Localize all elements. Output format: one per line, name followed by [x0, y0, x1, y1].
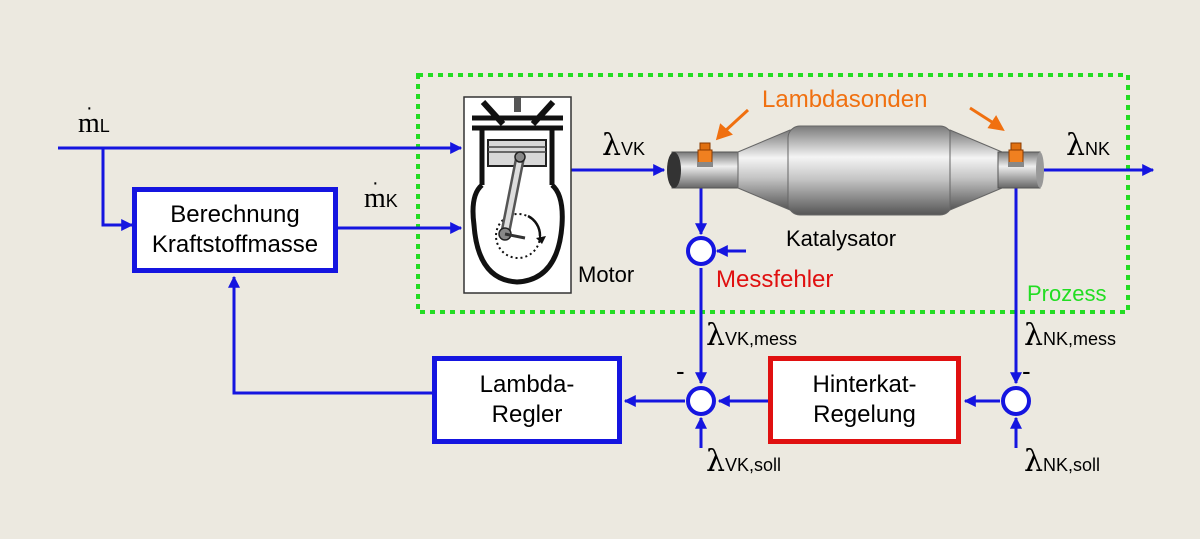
lambdasonden-label: Lambdasonden	[762, 86, 928, 113]
lambda-vk-soll-symbol: λ	[706, 444, 726, 479]
hinterkat-block: Hinterkat- Regelung	[768, 356, 961, 444]
error-sum-circle	[686, 236, 716, 266]
lambda-vk-mess-symbol: λ	[706, 318, 726, 353]
hinterkat-label: Hinterkat- Regelung	[812, 371, 917, 428]
berechnung-block: Berechnung Kraftstoffmasse	[132, 187, 338, 273]
air-mass-dot: ·	[86, 97, 93, 119]
vk-minus-sign: -	[676, 356, 685, 386]
prozess-label: Prozess	[1027, 281, 1107, 306]
fuel-mass-dot: ·	[372, 172, 379, 194]
lambda-nk-mess-sub: NK,mess	[1043, 329, 1117, 349]
vk-comparator-circle	[686, 386, 716, 416]
lambda-sensor-icon	[697, 142, 713, 167]
lambda-nk-label: λNK	[1066, 128, 1110, 163]
lambda-regler-block: Lambda- Regler	[432, 356, 622, 444]
lambda-vk-label: λVK	[602, 128, 645, 163]
sensor-pointer-right	[969, 106, 996, 126]
fuel-mass-sub: K	[385, 191, 398, 211]
lambda-vk-sub: VK	[621, 139, 646, 159]
catalytic-converter-icon	[667, 125, 1044, 216]
air-mass-symbol: m	[78, 108, 100, 139]
feedback-line	[228, 275, 432, 395]
lambda-vk-mess-label: λVK,mess	[706, 318, 797, 353]
lambda-vk-soll-label: λVK,soll	[706, 444, 781, 479]
lambda-vk-mess-sub: VK,mess	[725, 329, 798, 349]
fuel-mass-symbol: m	[364, 183, 386, 214]
lambda-nk-mess-label: λNK,mess	[1024, 318, 1116, 353]
lambda-nk-mess-symbol: λ	[1024, 318, 1044, 353]
air-mass-sub: L	[99, 116, 110, 136]
lambda-vk-symbol: λ	[602, 128, 622, 163]
lambda-nk-sub: NK	[1085, 139, 1111, 159]
sensor-pointer-left	[722, 108, 750, 134]
lambda-vk-soll-sub: VK,soll	[725, 455, 782, 475]
air-mass-branch	[101, 148, 134, 231]
air-mass-label: mL	[78, 108, 110, 140]
lambda-nk-symbol: λ	[1066, 128, 1086, 163]
motor-label: Motor	[578, 262, 635, 287]
lambda-nk-soll-symbol: λ	[1024, 444, 1044, 479]
lambda-nk-soll-label: λNK,soll	[1024, 444, 1100, 479]
lambda-regler-label: Lambda- Regler	[479, 371, 575, 428]
nk-minus-sign: -	[1022, 356, 1031, 386]
engine-cylinder-icon	[463, 96, 572, 294]
lambda-sensor-icon	[1008, 142, 1024, 167]
process-boundary	[416, 73, 1130, 314]
lambda-nk-soll-sub: NK,soll	[1043, 455, 1101, 475]
messfehler-label: Messfehler	[716, 266, 834, 293]
katalysator-label: Katalysator	[786, 226, 897, 251]
nk-comparator-circle	[1001, 386, 1031, 416]
berechnung-label: Berechnung Kraftstoffmasse	[151, 201, 319, 258]
fuel-mass-label: mK	[364, 183, 398, 215]
